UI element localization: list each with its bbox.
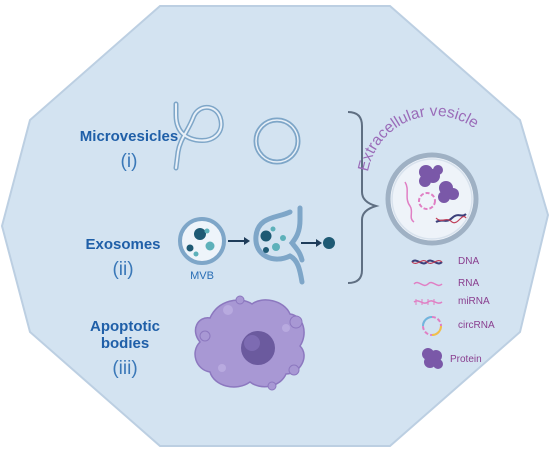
ev-rna-icon xyxy=(404,181,415,223)
mvb-label: MVB xyxy=(190,270,214,282)
legend-circrna-label: circRNA xyxy=(458,320,495,331)
apoptotic-body-icon xyxy=(194,295,305,391)
protein-blob-icon xyxy=(422,348,443,369)
exosomes-label: Exosomes xyxy=(85,236,161,253)
legend-mirna-label: miRNA xyxy=(458,296,490,307)
arrow-to-fusion-icon xyxy=(228,237,250,245)
apoptotic-label-line2: bodies xyxy=(100,335,150,352)
dna-helix-icon xyxy=(411,259,443,265)
octagon-background xyxy=(0,5,550,447)
microvesicles-numeral: (i) xyxy=(120,151,138,172)
fusing-mvb-icon xyxy=(253,205,305,285)
circrna-ring-icon xyxy=(422,316,442,336)
mirna-strand-icon xyxy=(413,299,443,305)
extracellular-vesicle-icon xyxy=(385,152,479,246)
exosomes-numeral: (ii) xyxy=(112,259,134,280)
arrow-release-icon xyxy=(301,239,322,247)
legend-protein-label: Protein xyxy=(450,354,482,365)
mvb-icon xyxy=(178,217,226,265)
apoptotic-label-line1: Apoptotic xyxy=(90,318,160,335)
microvesicle-released-inner xyxy=(255,119,299,163)
microvesicle-budding-inner xyxy=(175,103,223,169)
microvesicles-label: Microvesicles xyxy=(79,128,179,145)
ev-dna-strand-icon xyxy=(435,216,467,224)
rna-strand-icon xyxy=(413,281,443,287)
apoptotic-numeral: (iii) xyxy=(112,358,138,379)
exosome-icon xyxy=(323,237,335,249)
bracket-icon xyxy=(347,111,380,284)
legend-dna-label: DNA xyxy=(458,256,480,267)
legend-rna-label: RNA xyxy=(458,278,480,289)
ev-protein-cluster-icon xyxy=(419,165,459,203)
ev-circrna-icon xyxy=(418,192,436,210)
fusing-mvb-contents xyxy=(260,226,286,253)
